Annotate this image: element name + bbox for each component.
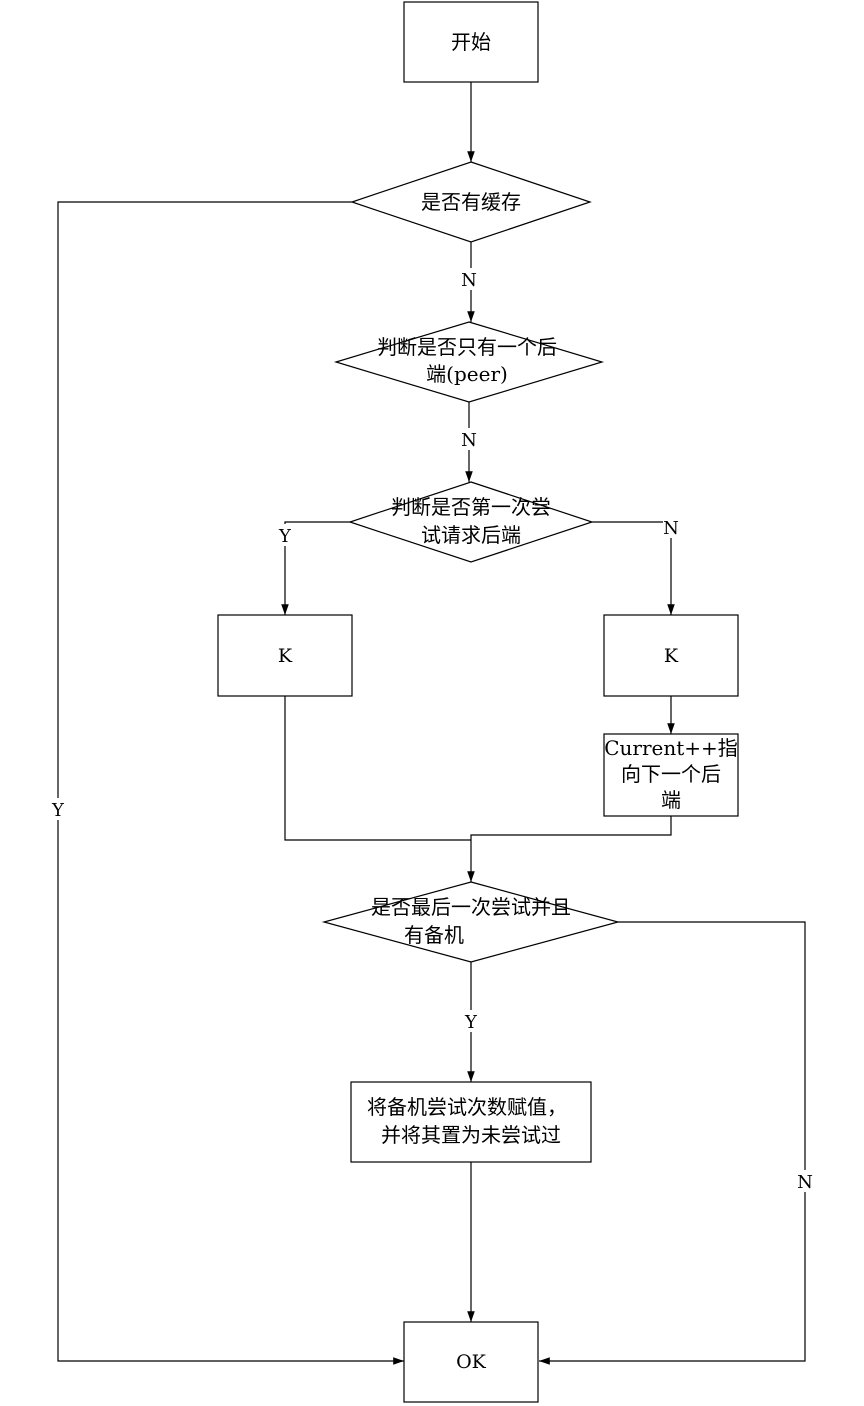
edge-firsttry-to-kleft: [281, 521, 352, 615]
node-only-one-backend-line2: 端(peer): [426, 362, 508, 386]
edge-lasttry-no-to-ok: [539, 921, 806, 1365]
node-has-cache-label: 是否有缓存: [421, 190, 521, 214]
node-first-try: 判断是否第一次尝 试请求后端: [348, 481, 594, 563]
node-k-left-label: K: [278, 645, 293, 667]
node-last-try-backup-line2: 有备机: [404, 923, 464, 947]
node-only-one-backend: 判断是否只有一个后 端(peer): [333, 321, 605, 403]
node-k-right-label: K: [664, 645, 679, 667]
node-current-next-line1: Current++指: [604, 736, 738, 760]
node-k-right: K: [603, 614, 739, 697]
node-last-try-backup-line1: 是否最后一次尝试并且: [371, 895, 571, 919]
node-last-try-backup: 是否最后一次尝试并且 有备机: [321, 881, 621, 963]
node-assign-backup: 将备机尝试次数赋值， 并将其置为未尝试过: [350, 1081, 592, 1163]
node-first-try-line1: 判断是否第一次尝: [391, 495, 551, 519]
node-current-next: Current++指 向下一个后 端: [603, 733, 739, 817]
node-current-next-line3: 端: [661, 788, 681, 812]
node-only-one-backend-line1: 判断是否只有一个后: [377, 335, 557, 359]
edge-labels: N Y N Y N Y N: [50, 268, 813, 1193]
node-start-label: 开始: [451, 30, 491, 54]
edge-current-to-lasttry: [467, 816, 672, 882]
edge-label-onebackend-no: N: [461, 430, 477, 451]
edge-firsttry-to-kright: [592, 521, 675, 615]
node-assign-backup-line2: 并将其置为未尝试过: [381, 1123, 561, 1147]
edge-label-cache-yes: Y: [51, 800, 65, 821]
node-assign-backup-line1: 将备机尝试次数赋值，: [367, 1095, 567, 1119]
node-has-cache: 是否有缓存: [350, 161, 592, 243]
edge-kleft-merge: [284, 696, 471, 841]
edge-label-lasttry-no: N: [797, 1172, 813, 1193]
node-ok-label: OK: [456, 1351, 487, 1373]
edges: [57, 82, 806, 1365]
node-ok: OK: [403, 1321, 539, 1403]
edge-label-firsttry-yes: Y: [278, 526, 292, 547]
edge-label-cache-no: N: [461, 270, 477, 291]
edge-label-firsttry-no: N: [663, 518, 679, 539]
edge-cache-yes-to-ok: [57, 201, 404, 1365]
node-first-try-line2: 试请求后端: [421, 523, 521, 547]
node-start: 开始: [403, 1, 539, 83]
node-current-next-line2: 向下一个后: [621, 762, 721, 786]
edge-label-lasttry-yes: Y: [464, 1012, 478, 1033]
node-k-left: K: [217, 614, 353, 697]
